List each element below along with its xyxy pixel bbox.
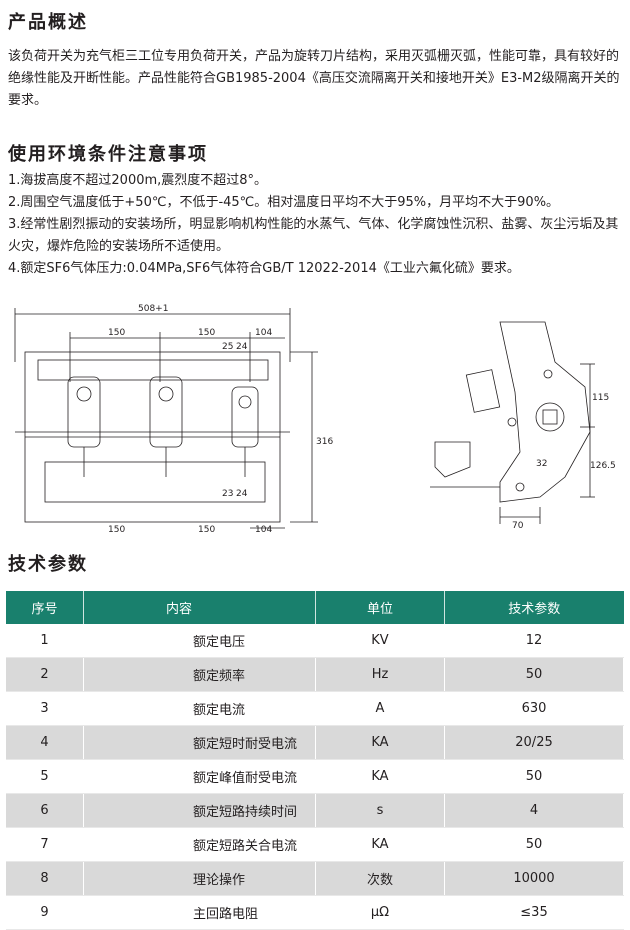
cell-no: 3	[6, 691, 84, 726]
condition-item-1: 1.海拔高度不超过2000m,震烈度不超过8°。	[8, 173, 268, 188]
technical-drawing: 508+1 150 150 104 25 24 23 24 150 150 10…	[0, 302, 630, 541]
conditions-list: 1.海拔高度不超过2000m,震烈度不超过8°。 2.周围空气温度低于+50℃，…	[8, 170, 624, 280]
cell-value: 630	[444, 691, 624, 726]
dim-side-bottom: 70	[512, 521, 524, 531]
cell-no: 9	[6, 895, 84, 930]
cell-no: 5	[6, 759, 84, 794]
cell-name: 额定峰值耐受电流	[83, 759, 316, 794]
cell-unit: KV	[315, 624, 445, 658]
cell-unit: KA	[315, 725, 445, 760]
dim-top-a: 150	[108, 328, 125, 338]
overview-heading: 产品概述	[8, 12, 88, 33]
cell-no: 8	[6, 861, 84, 896]
cell-unit: KA	[315, 759, 445, 794]
cell-unit: A	[315, 691, 445, 726]
cell-unit: 次数	[315, 861, 445, 896]
cell-name: 额定电压	[83, 624, 316, 658]
overview-text: 该负荷开关为充气柜三工位专用负荷开关，产品为旋转刀片结构，采用灭弧栅灭弧，性能可…	[8, 46, 624, 112]
dim-bot-d: 23	[222, 489, 233, 499]
cell-no: 2	[6, 657, 84, 692]
cell-name: 额定电流	[83, 691, 316, 726]
dim-bot-b: 150	[198, 525, 215, 532]
cell-no: 7	[6, 827, 84, 862]
dim-height: 316	[316, 437, 333, 447]
cell-name: 额定短路关合电流	[83, 827, 316, 862]
cell-name: 主回路电阻	[83, 895, 316, 930]
dim-side-lower: 126.5	[590, 461, 616, 471]
cell-no: 4	[6, 725, 84, 760]
dim-bot-c: 104	[255, 525, 272, 532]
cell-unit: KA	[315, 827, 445, 862]
cell-unit: Hz	[315, 657, 445, 692]
cell-name: 额定频率	[83, 657, 316, 692]
cell-value: 12	[444, 624, 624, 658]
specs-header-row: 序号 内容 单位 技术参数	[6, 591, 624, 624]
cell-value: 50	[444, 827, 624, 862]
cell-unit: μΩ	[315, 895, 445, 930]
cell-name: 理论操作	[83, 861, 316, 896]
overview-paragraph: 该负荷开关为充气柜三工位专用负荷开关，产品为旋转刀片结构，采用灭弧栅灭弧，性能可…	[8, 49, 620, 108]
col-header-unit: 单位	[315, 591, 445, 624]
col-header-name-label: 内容	[166, 602, 193, 617]
dim-bot-a: 150	[108, 525, 125, 532]
cell-value: 10000	[444, 861, 624, 896]
col-header-name: 内容	[83, 591, 316, 624]
dim-bot-e: 24	[236, 489, 248, 499]
switch-drawing-svg: 508+1 150 150 104 25 24 23 24 150 150 10…	[14, 304, 616, 541]
cell-name: 额定短路持续时间	[83, 793, 316, 828]
cell-no: 6	[6, 793, 84, 828]
cell-value: 50	[444, 657, 624, 692]
condition-item-3: 3.经常性剧烈振动的安装场所，明显影响机构性能的水蒸气、气体、化学腐蚀性沉积、盐…	[8, 217, 619, 254]
col-header-no: 序号	[6, 591, 84, 624]
cell-no: 1	[6, 624, 84, 658]
condition-item-2: 2.周围空气温度低于+50℃，不低于-45℃。相对温度日平均不大于95%，月平均…	[8, 195, 560, 210]
dim-total-width: 508+1	[138, 304, 168, 314]
dim-top-b: 150	[198, 328, 215, 338]
dim-side-upper: 115	[592, 393, 609, 403]
col-header-value: 技术参数	[444, 591, 624, 624]
cell-value: 4	[444, 793, 624, 828]
dim-top-d: 25	[222, 342, 233, 352]
condition-item-4: 4.额定SF6气体压力:0.04MPa,SF6气体符合GB/T 12022-20…	[8, 261, 520, 276]
conditions-heading: 使用环境条件注意事项	[8, 144, 208, 165]
cell-value: ≤35	[444, 895, 624, 930]
cell-value: 50	[444, 759, 624, 794]
dim-top-c: 104	[255, 328, 272, 338]
cell-unit: s	[315, 793, 445, 828]
cell-value: 20/25	[444, 725, 624, 760]
specs-heading: 技术参数	[8, 554, 88, 575]
cell-name: 额定短时耐受电流	[83, 725, 316, 760]
dim-side-small: 32	[536, 459, 547, 469]
dim-top-e: 24	[236, 342, 248, 352]
